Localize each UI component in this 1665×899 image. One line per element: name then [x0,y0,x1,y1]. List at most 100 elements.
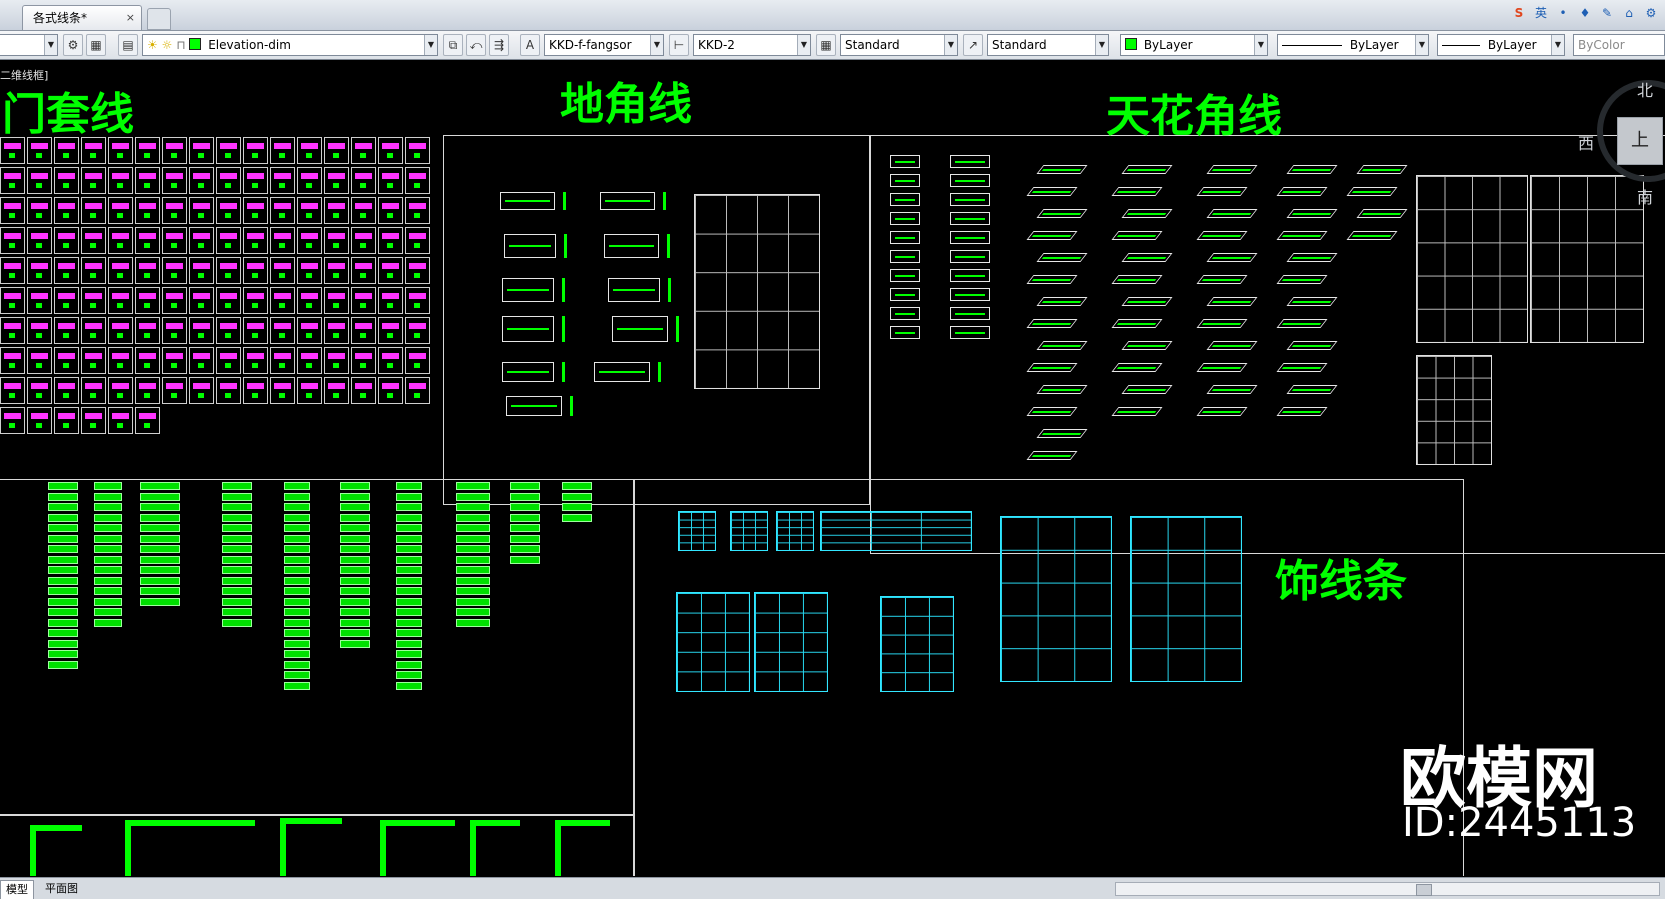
cornice-diagonal [1026,319,1078,328]
molding-bar [48,555,78,564]
layer-dropdown[interactable]: ☀ ☼ ⊓ Elevation-dim ▼ [142,34,438,56]
door-trim-cell [27,407,52,434]
text-style-value: KKD-f-fangsor [549,38,632,52]
baseboard-profile [608,278,660,302]
punctuation-icon[interactable]: • [1559,6,1567,20]
table-style-icon[interactable]: ▦ [816,34,836,56]
text-style-icon[interactable]: A [520,34,540,56]
door-trim-cell [270,317,295,344]
skin-icon[interactable]: ♦ [1579,6,1591,20]
lineweight-preview [1442,45,1480,46]
layer-manager-icon[interactable]: ▦ [86,34,106,56]
molding-bar [340,587,370,595]
language-icon[interactable]: 英 [1534,6,1547,20]
door-trim-cell [0,377,25,404]
molding-bar [340,597,370,606]
door-trim-cell [351,257,376,284]
layer-match-icon[interactable]: ⇶ [489,34,509,56]
gear-icon[interactable]: ⚙ [63,34,83,56]
handwrite-icon[interactable]: ✎ [1601,6,1613,20]
cornice-diagonal [1346,231,1398,240]
molding-bar [222,618,252,627]
chevron-down-icon: ▼ [1415,35,1428,55]
layer-previous-icon[interactable]: ⤺ [466,34,486,56]
door-trim-cell [405,227,430,254]
door-trim-cell [324,347,349,374]
door-trim-cell [54,407,79,434]
molding-bar [48,492,78,501]
molding-bar [48,618,78,627]
door-trim-cell [243,347,268,374]
molding-bar [562,503,592,511]
molding-bar [456,597,490,606]
make-current-layer-icon[interactable]: ⧉ [443,34,463,56]
compass-north[interactable]: 北 [1637,81,1654,100]
document-tab[interactable]: 各式线条* × [22,5,142,30]
scrollbar-thumb[interactable] [1416,884,1432,896]
door-trim-cell [216,287,241,314]
compass-west[interactable]: 西 [1578,134,1595,153]
table-style-dropdown[interactable]: Standard ▼ [840,34,958,56]
settings-icon[interactable]: ⚙ [1645,6,1657,20]
cornice-diagonal [1286,385,1338,394]
door-trim-cell [405,317,430,344]
close-tab-icon[interactable]: × [125,11,135,24]
door-trim-cell [243,137,268,164]
molding-bar [48,482,78,490]
door-trim-cell [189,347,214,374]
baseboard-profile [502,316,554,342]
door-trim-cell [0,257,25,284]
door-trim-cell [351,197,376,224]
molding-bar [284,534,310,543]
workspace-dropdown[interactable]: ▼ [0,34,58,56]
sogou-icon[interactable]: S [1514,6,1524,20]
color-dropdown[interactable]: ByLayer ▼ [1120,34,1268,56]
door-trim-cell [243,197,268,224]
door-trim-cell [108,257,133,284]
viewport-style-label[interactable]: 二维线框] [0,69,49,82]
molding-bar [48,608,78,616]
door-trim-cell [162,197,187,224]
baseboard-profile [506,396,562,416]
tab-floor-plan[interactable]: 平面图 [45,882,78,895]
plot-style-dropdown[interactable]: ByColor [1573,34,1665,56]
tab-model[interactable]: 模型 [0,880,34,899]
door-trim-cell [108,287,133,314]
cornice-sheet-3 [1416,355,1492,465]
layer-states-icon[interactable]: ▤ [118,34,138,56]
dimension-style-dropdown[interactable]: KKD-2 ▼ [693,34,811,56]
molding-bar [94,513,122,522]
horizontal-scrollbar[interactable] [1115,882,1660,896]
molding-bar [396,513,422,522]
cornice-stack-profile [890,212,920,225]
door-trim-cell [27,167,52,194]
viewcube-top-face[interactable]: 上 [1617,117,1663,165]
molding-bar [48,629,78,637]
lineweight-dropdown[interactable]: ByLayer ▼ [1437,34,1565,56]
dimension-mark [663,192,666,210]
molding-bar [396,576,422,585]
linetype-dropdown[interactable]: ByLayer ▼ [1277,34,1429,56]
molding-bar [340,629,370,637]
molding-sheet-6 [754,592,828,692]
dimension-style-icon[interactable]: ⊢ [669,34,689,56]
molding-bar [140,597,180,606]
layer-name: Elevation-dim [208,38,291,52]
molding-bar [284,566,310,574]
door-trim-cell [81,317,106,344]
door-trim-cell [81,407,106,434]
multileader-style-dropdown[interactable]: Standard ▼ [987,34,1109,56]
multileader-style-icon[interactable]: ↗ [963,34,983,56]
molding-bar [222,524,252,532]
compass-south[interactable]: 南 [1637,188,1654,207]
new-tab-button[interactable] [147,8,171,30]
molding-bar [340,555,370,564]
cornice-sheet-1 [1416,175,1528,343]
cornice-stack-profile [890,231,920,244]
cornice-stack-profile [890,174,920,187]
toolbox-icon[interactable]: ⌂ [1625,6,1633,20]
text-style-dropdown[interactable]: KKD-f-fangsor ▼ [544,34,664,56]
layer-color-swatch [189,38,202,50]
drawing-canvas[interactable]: 二维线框] 门套线 地角线 天花角线 饰线条 [0,60,1665,876]
cornice-stack-profile [890,155,920,168]
